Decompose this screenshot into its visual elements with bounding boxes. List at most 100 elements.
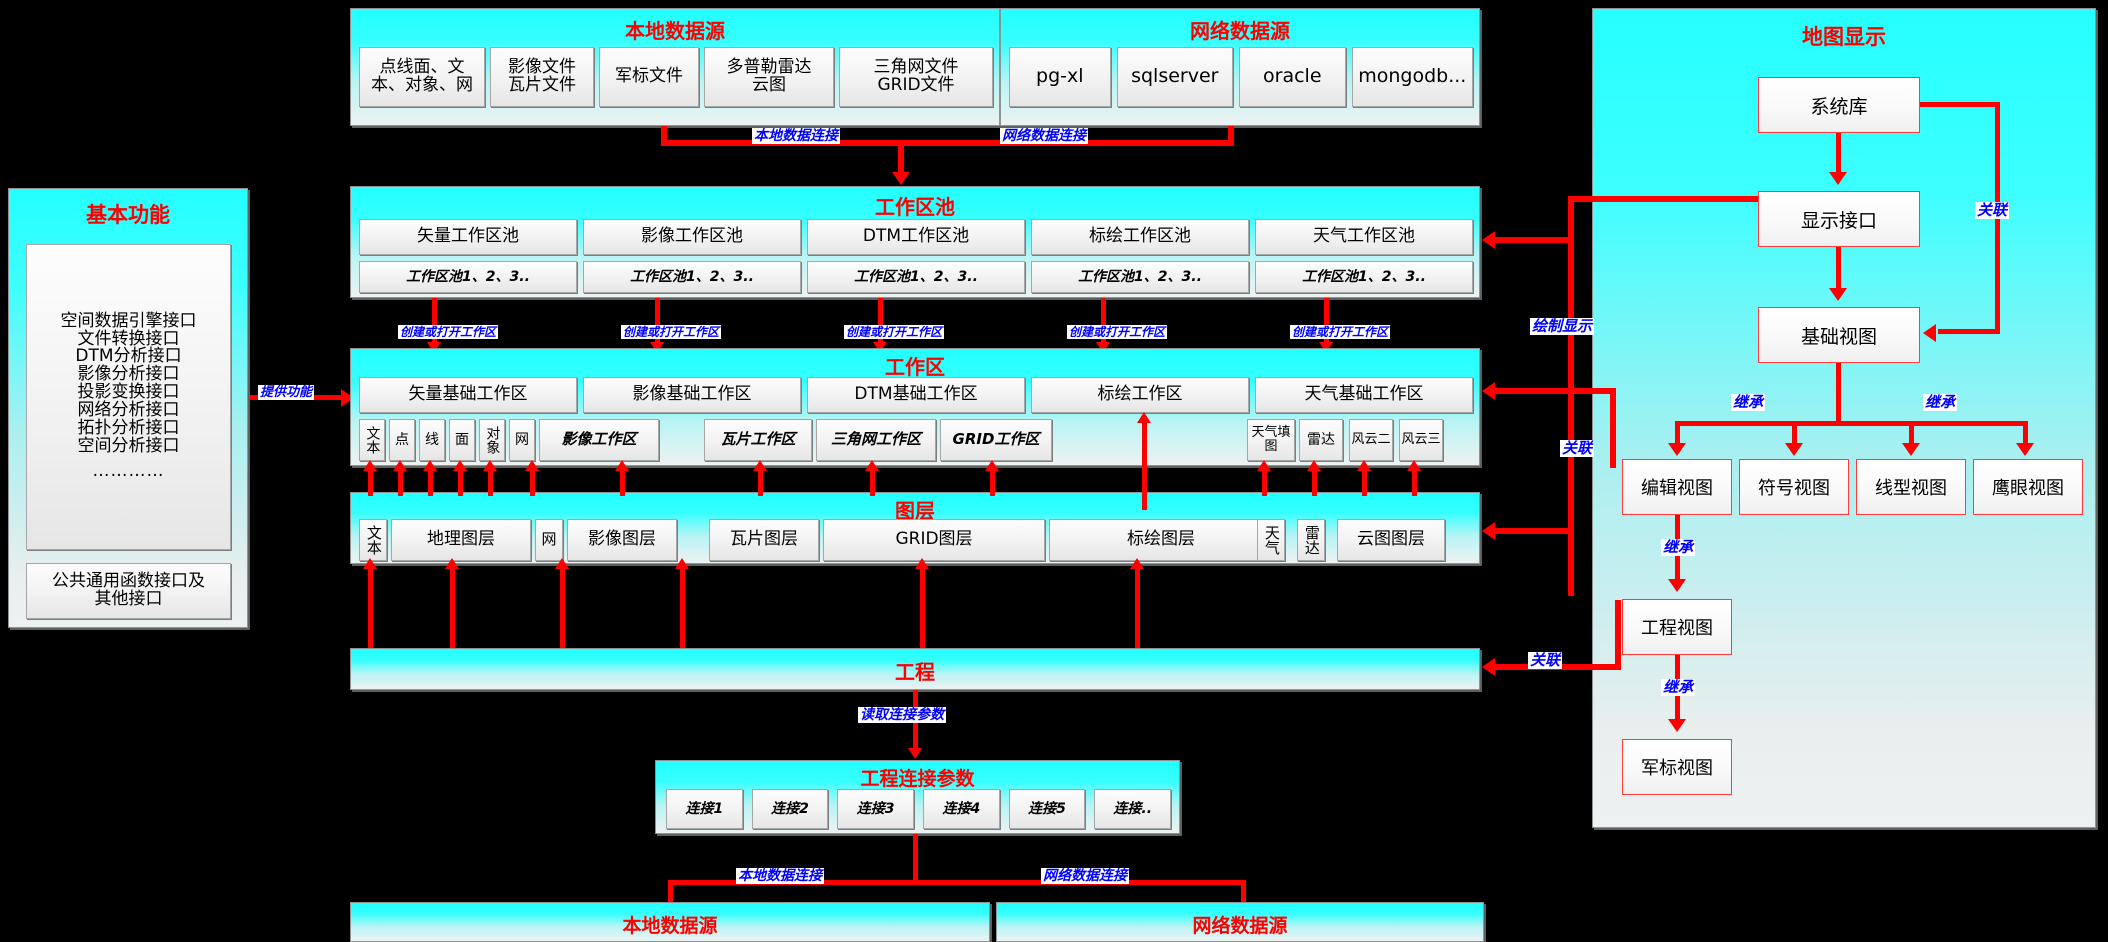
workspace-sub-tin[interactable]: 三角网工作区 <box>816 419 936 461</box>
arrow-up-proj-6 <box>1130 558 1144 569</box>
arrow-up-layer-5 <box>483 460 497 471</box>
arrow-up-layer-13 <box>1357 460 1371 471</box>
connection-item[interactable]: 连接.. <box>1094 789 1172 829</box>
layer-geo[interactable]: 地理图层 <box>391 519 531 561</box>
network-data-source-panel: 网络数据源 pg-xl sqlserver oracle mongodb... <box>1000 8 1480 126</box>
network-source-item[interactable]: oracle <box>1239 47 1346 107</box>
workspace-pool-instance[interactable]: 工作区池1、2、3.. <box>1031 261 1249 293</box>
arrow-down-to-pool <box>892 172 910 185</box>
connection-item[interactable]: 连接5 <box>1008 789 1086 829</box>
eagleeye-view-box[interactable]: 鹰眼视图 <box>1973 459 2083 515</box>
local-source-item[interactable]: 影像文件瓦片文件 <box>490 47 594 107</box>
arrow-syslib-display <box>1829 172 1847 185</box>
workspace-sub-text[interactable]: 文本 <box>359 419 385 461</box>
common-box-line1: 公共通用函数接口及 <box>52 571 205 592</box>
workspace-pool-instance[interactable]: 工作区池1、2、3.. <box>1255 261 1473 293</box>
interface-item: 文件转换接口 <box>77 328 180 349</box>
workspace-pool-item[interactable]: 天气工作区池 <box>1255 219 1473 255</box>
interface-item: 空间数据引擎接口 <box>60 310 197 331</box>
connector-assoc-h-bot <box>1938 329 2000 334</box>
map-display-title: 地图显示 <box>1802 25 1886 49</box>
workspace-sub-line[interactable]: 线 <box>419 419 445 461</box>
arrow-up-proj-1 <box>363 558 377 569</box>
edge-label-create-open-workspace: 创建或打开工作区 <box>844 325 945 339</box>
symbol-view-box[interactable]: 符号视图 <box>1739 459 1849 515</box>
connector-pool-to-ws <box>655 298 660 350</box>
connection-item[interactable]: 连接3 <box>837 789 915 829</box>
workspace-sub-weather-map[interactable]: 天气填图 <box>1247 419 1295 461</box>
connector-draw-display-in <box>1568 196 1758 202</box>
workspace-pool-item[interactable]: DTM工作区池 <box>807 219 1025 255</box>
layer-tile[interactable]: 瓦片图层 <box>709 519 819 561</box>
local-source-item[interactable]: 军标文件 <box>599 47 699 107</box>
project-view-box[interactable]: 工程视图 <box>1622 599 1732 655</box>
interface-item: 投影变换接口 <box>77 382 180 403</box>
workspace-base-item[interactable]: 天气基础工作区 <box>1255 377 1473 413</box>
workspace-sub-image[interactable]: 影像工作区 <box>539 419 659 461</box>
arrow-down-project-params <box>908 748 922 759</box>
base-view-box[interactable]: 基础视图 <box>1758 307 1920 363</box>
connector-pool-to-ws <box>1324 298 1329 350</box>
edit-view-box[interactable]: 编辑视图 <box>1622 459 1732 515</box>
workspace-base-item[interactable]: 标绘工作区 <box>1031 377 1249 413</box>
workspace-sub-polygon[interactable]: 面 <box>449 419 475 461</box>
layer-cloud[interactable]: 云图图层 <box>1337 519 1445 561</box>
military-symbol-view-box[interactable]: 军标视图 <box>1622 739 1732 795</box>
display-interface-box[interactable]: 显示接口 <box>1758 191 1920 247</box>
layer-text[interactable]: 文本 <box>359 519 387 561</box>
arrow-project-milsym <box>1668 719 1686 732</box>
layer-image[interactable]: 影像图层 <box>567 519 677 561</box>
workspace-base-item[interactable]: 矢量基础工作区 <box>359 377 577 413</box>
workspace-sub-tile[interactable]: 瓦片工作区 <box>704 419 812 461</box>
connector-project-to-params <box>913 690 918 756</box>
workspace-sub-radar[interactable]: 雷达 <box>1299 419 1343 461</box>
workspace-pool-instance[interactable]: 工作区池1、2、3.. <box>359 261 577 293</box>
layer-network[interactable]: 网 <box>535 519 563 561</box>
workspace-sub-network[interactable]: 网 <box>509 419 535 461</box>
workspace-pool-item[interactable]: 矢量工作区池 <box>359 219 577 255</box>
workspace-pool-instance[interactable]: 工作区池1、2、3.. <box>583 261 801 293</box>
layer-weather[interactable]: 天气 <box>1257 519 1285 561</box>
arrow-up-proj-2 <box>445 558 459 569</box>
workspace-sub-grid[interactable]: GRID工作区 <box>940 419 1052 461</box>
connector-draw-display-v <box>1568 196 1574 596</box>
system-library-box[interactable]: 系统库 <box>1758 77 1920 133</box>
network-source-item[interactable]: mongodb... <box>1351 47 1473 107</box>
connector-layer-up-8 <box>758 468 763 496</box>
connection-item[interactable]: 连接4 <box>923 789 1000 829</box>
workspace-pool-instance[interactable]: 工作区池1、2、3.. <box>807 261 1025 293</box>
workspace-sub-point[interactable]: 点 <box>389 419 415 461</box>
arrow-to-linetype-view <box>1902 443 1920 456</box>
layer-radar[interactable]: 雷达 <box>1297 519 1325 561</box>
connector-display-to-base <box>1836 247 1841 294</box>
network-source-item[interactable]: sqlserver <box>1116 47 1234 107</box>
local-source-item[interactable]: 点线面、文本、对象、网 <box>359 47 485 107</box>
connection-item[interactable]: 连接2 <box>751 789 829 829</box>
network-source-item[interactable]: pg-xl <box>1009 47 1111 107</box>
workspace-sub-fy2[interactable]: 风云二 <box>1349 419 1393 461</box>
layer-grid[interactable]: GRID图层 <box>823 519 1045 561</box>
edge-label-associate-project: 关联 <box>1528 651 1563 669</box>
connection-item[interactable]: 连接1 <box>666 789 743 829</box>
local-source-item[interactable]: 多普勒雷达云图 <box>704 47 834 107</box>
connector-layer-up-9 <box>870 468 875 496</box>
edge-label-draw-display: 绘制显示 <box>1530 317 1595 335</box>
arrow-up-layer-7 <box>615 460 629 471</box>
workspace-sub-object[interactable]: 对象 <box>479 419 505 461</box>
common-interface-box[interactable]: 公共通用函数接口及其他接口 <box>26 563 231 619</box>
layer-plot[interactable]: 标绘图层 <box>1049 519 1273 561</box>
workspace-pool-item[interactable]: 标绘工作区池 <box>1031 219 1249 255</box>
workspace-pool-item[interactable]: 影像工作区池 <box>583 219 801 255</box>
arrow-up-proj-4 <box>675 558 689 569</box>
workspace-base-item[interactable]: 影像基础工作区 <box>583 377 801 413</box>
linetype-view-box[interactable]: 线型视图 <box>1856 459 1966 515</box>
arrow-up-ws-plot <box>1137 412 1151 423</box>
edge-label-create-open-workspace: 创建或打开工作区 <box>1290 325 1391 339</box>
arrow-up-layer-11 <box>1257 460 1271 471</box>
connector-view-v4 <box>2023 421 2028 451</box>
local-data-source-title: 本地数据源 <box>625 19 725 43</box>
arrow-up-layer-10 <box>985 460 999 471</box>
workspace-sub-fy3[interactable]: 风云三 <box>1399 419 1443 461</box>
workspace-base-item[interactable]: DTM基础工作区 <box>807 377 1025 413</box>
